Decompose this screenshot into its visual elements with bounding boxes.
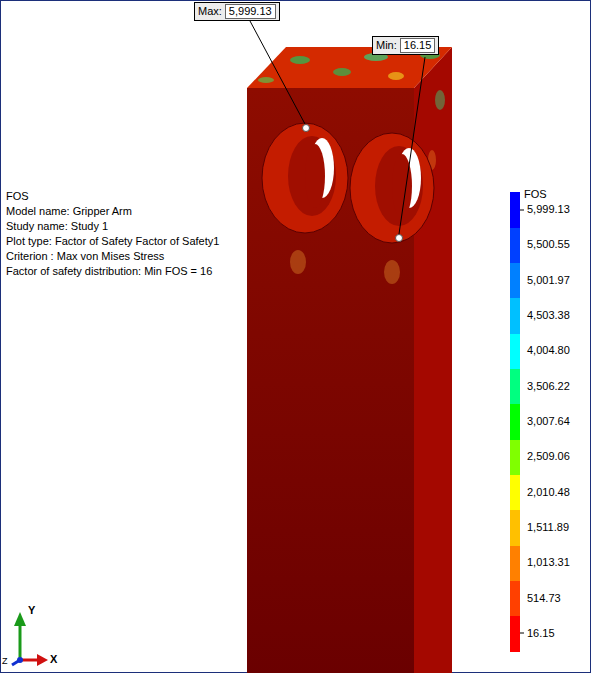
legend-ticks bbox=[520, 210, 524, 633]
value-callout: Max:5,999.13 bbox=[194, 2, 280, 21]
plot-info-text: Factor of safety distribution: Min FOS =… bbox=[6, 265, 212, 278]
plot-info-text: Plot type: Factor of Safety Factor of Sa… bbox=[6, 235, 219, 248]
color-bar-segment bbox=[510, 192, 520, 228]
callout-label: Min: bbox=[376, 39, 397, 52]
legend-value: 2,010.48 bbox=[527, 486, 570, 499]
callout-label: Max: bbox=[198, 5, 222, 18]
legend-value: 514.73 bbox=[527, 592, 561, 605]
axis-label: Y bbox=[28, 604, 35, 617]
legend-value: 16.15 bbox=[527, 627, 555, 640]
callout-value: 16.15 bbox=[400, 38, 436, 53]
plot-info-text: Criterion : Max von Mises Stress bbox=[6, 250, 164, 263]
plot-info-text: Study name: Study 1 bbox=[6, 220, 108, 233]
color-bar-segment bbox=[510, 228, 520, 264]
axis-triad bbox=[12, 612, 48, 666]
legend-value: 2,509.06 bbox=[527, 450, 570, 463]
color-bar-segment bbox=[510, 263, 520, 299]
color-bar-segment bbox=[510, 440, 520, 476]
callout-value: 5,999.13 bbox=[225, 4, 276, 19]
plot-info-text: FOS bbox=[6, 190, 29, 203]
color-bar-segment bbox=[510, 298, 520, 334]
color-bar-segment bbox=[510, 334, 520, 370]
color-bar-segment bbox=[510, 510, 520, 546]
color-bar-segment bbox=[510, 475, 520, 511]
legend-value: 5,999.13 bbox=[527, 203, 570, 216]
gripper-arm-part bbox=[247, 47, 452, 673]
value-callout: Min:16.15 bbox=[372, 36, 439, 55]
color-bar-segment bbox=[510, 546, 520, 582]
color-bar-segment bbox=[510, 369, 520, 405]
axis-label: Z bbox=[2, 655, 8, 668]
axis-label: X bbox=[50, 653, 57, 666]
legend-value: 1,511.89 bbox=[527, 521, 569, 534]
legend-value: 4,503.38 bbox=[527, 309, 570, 322]
legend-value: 3,506.22 bbox=[527, 380, 570, 393]
legend-value: 5,001.97 bbox=[527, 274, 570, 287]
color-bar-segment bbox=[510, 616, 520, 652]
plot-info-text: Model name: Gripper Arm bbox=[6, 205, 132, 218]
legend-value: 4,004.80 bbox=[527, 344, 570, 357]
color-bar-segment bbox=[510, 404, 520, 440]
legend-value: 1,013.31 bbox=[527, 556, 570, 569]
legend-value: 3,007.64 bbox=[527, 415, 570, 428]
legend-value: 5,500.55 bbox=[527, 238, 570, 251]
legend-title: FOS bbox=[524, 188, 547, 201]
color-bar-segment bbox=[510, 581, 520, 617]
